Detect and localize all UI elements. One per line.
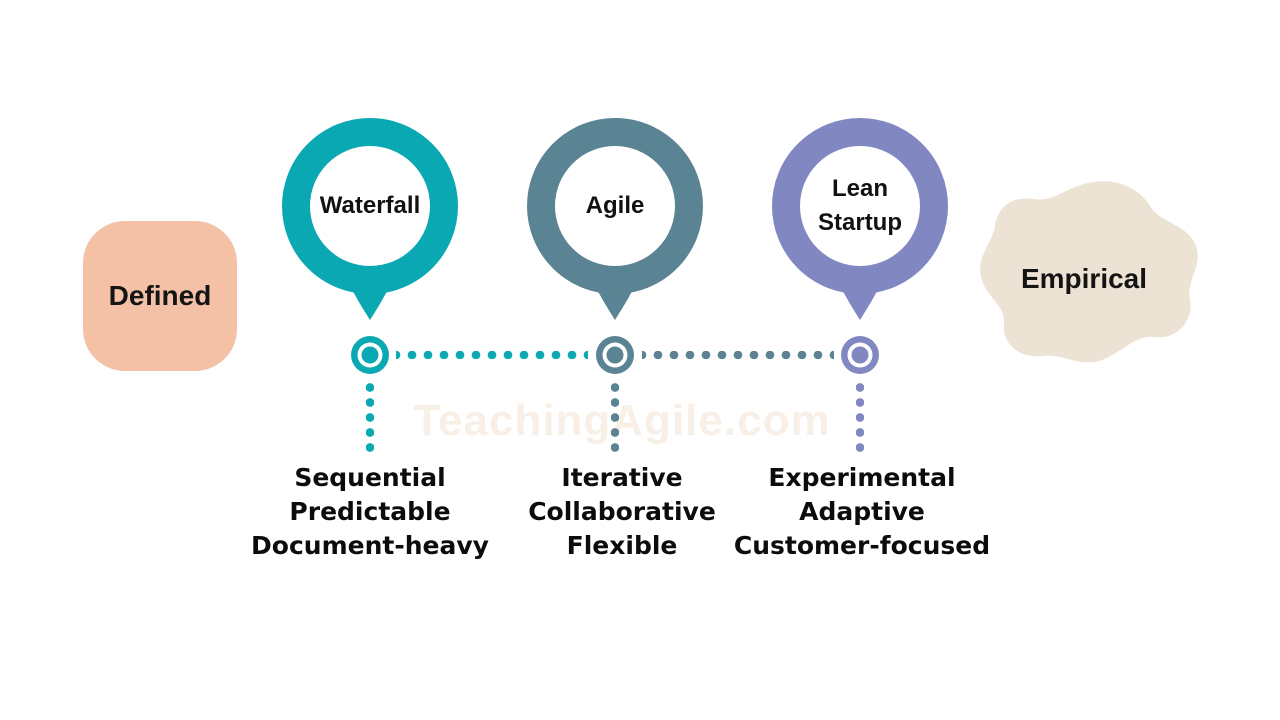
agile-pin-ring [527, 118, 703, 294]
lean-startup-marker-icon [841, 336, 879, 374]
trait-line: Collaborative [528, 497, 716, 526]
waterfall-marker-icon [351, 336, 389, 374]
agile-pin [527, 118, 703, 320]
lean-startup-traits: Experimental Adaptive Customer-focused [712, 461, 1012, 563]
lean-startup-pin-label-line: Lean [831, 175, 888, 202]
lean-startup-pin-label-line: Startup [818, 209, 902, 236]
dotted-line-agile-lean [642, 351, 834, 359]
lean-startup-pin [772, 118, 948, 320]
trait-line: Experimental [768, 463, 956, 492]
agile-traits: Iterative Collaborative Flexible [472, 461, 772, 563]
watermark: TeachingAgile.com [413, 396, 831, 445]
empirical-blob-shape [960, 174, 1208, 379]
trait-line: Customer-focused [733, 531, 991, 560]
blob-icon [980, 181, 1198, 363]
defined-label-box: Defined [83, 221, 237, 371]
agile-pin-label-line: Agile [585, 192, 645, 219]
lean-startup-pin-ring [772, 118, 948, 294]
trait-line: Predictable [289, 497, 451, 526]
dotted-line-waterfall-agile [396, 351, 588, 359]
defined-label: Defined [108, 280, 212, 311]
trait-line: Sequential [294, 463, 446, 492]
empirical-label: Empirical [1020, 263, 1148, 294]
trait-line: Iterative [561, 463, 683, 492]
marker-core [851, 346, 869, 364]
waterfall-pin-label: Waterfall [282, 118, 458, 294]
trait-line: Adaptive [799, 497, 925, 526]
agile-dropline [611, 380, 619, 455]
waterfall-pin-label-line: Waterfall [319, 192, 421, 219]
waterfall-dropline [366, 380, 374, 455]
lean-startup-dropline [856, 380, 864, 455]
trait-line: Flexible [566, 531, 678, 560]
trait-line: Document-heavy [251, 531, 489, 560]
waterfall-pin-ring [282, 118, 458, 294]
agile-marker-icon [596, 336, 634, 374]
waterfall-traits: Sequential Predictable Document-heavy [220, 461, 520, 563]
lean-startup-pin-label: Lean Startup [772, 118, 948, 294]
agile-pin-label: Agile [527, 118, 703, 294]
marker-core [606, 346, 624, 364]
marker-core [361, 346, 379, 364]
waterfall-pin [282, 118, 458, 320]
empirical-label-wrap: Empirical [960, 263, 1208, 295]
blob-path [980, 181, 1198, 363]
